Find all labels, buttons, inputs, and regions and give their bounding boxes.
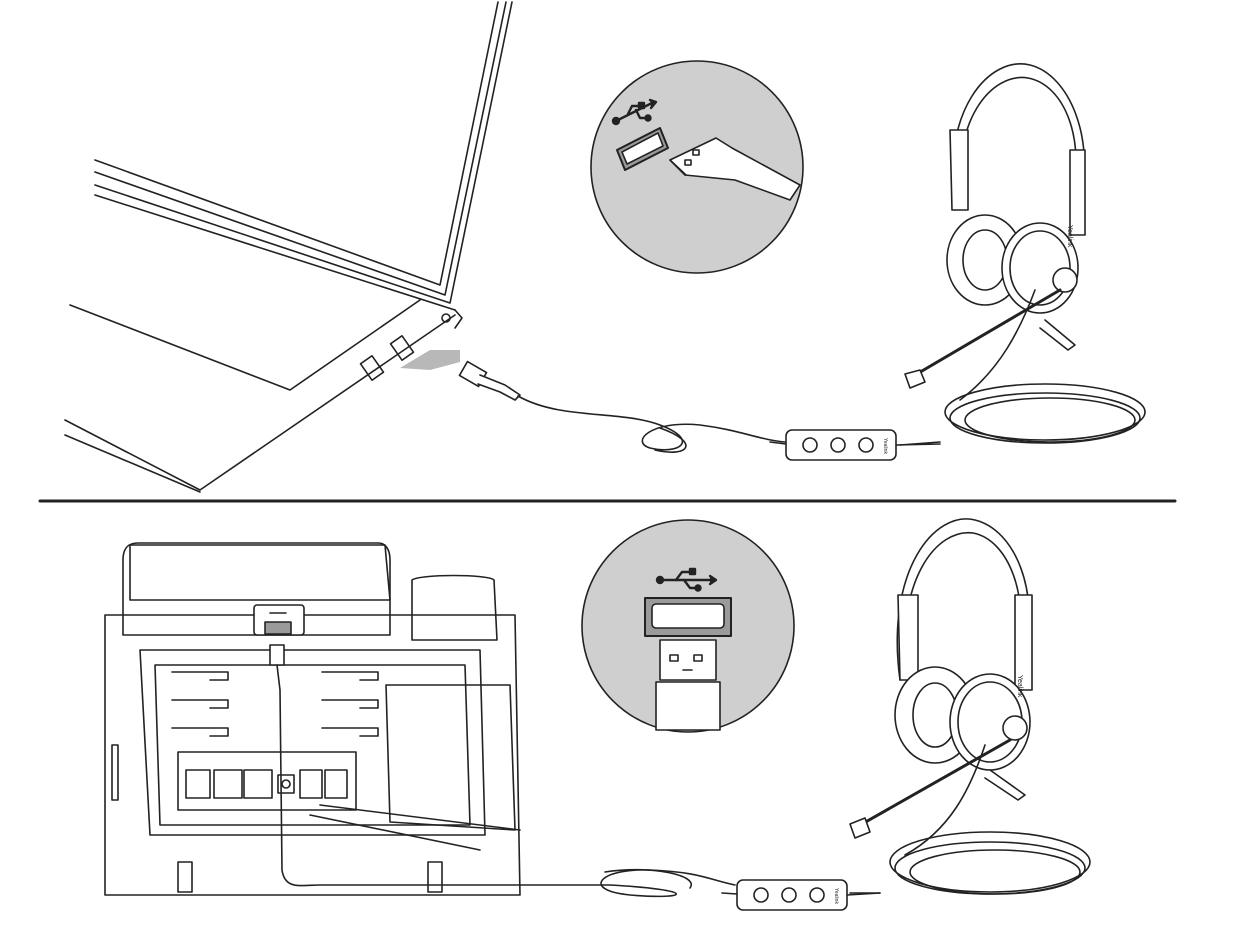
headset-bottom: Yealink (849, 518, 1091, 895)
inline-control-top: Yealink (769, 429, 941, 461)
headset-top: Yealink (899, 63, 1146, 446)
cable-top (517, 395, 786, 451)
usb-magnifier-top (590, 60, 804, 274)
desk-phone-port-2 (213, 769, 243, 799)
laptop-usb-port-2 (389, 334, 415, 362)
cable-bottom (276, 664, 736, 898)
desk-phone-port-4 (299, 769, 323, 799)
laptop-power-jack (441, 313, 451, 323)
desk-phone-port-5 (324, 769, 348, 799)
usb-plug-top (458, 360, 521, 401)
inline-control-bottom: Yealink (721, 879, 881, 911)
call-icon (858, 437, 874, 453)
volume-icon (802, 437, 818, 453)
headset-brand-label: Yealink (1066, 225, 1073, 248)
desk-phone (104, 542, 521, 896)
headset-brand-label: Yealink (1016, 675, 1023, 698)
volume-icon (753, 887, 769, 903)
insert-arrow-icon (400, 350, 460, 370)
mute-icon (830, 437, 846, 453)
usb-magnifier-bottom (581, 519, 795, 733)
inline-control-brand-label: Yealink (833, 888, 839, 904)
usb-icon (655, 567, 718, 592)
laptop (64, 1, 513, 493)
mute-icon (781, 887, 797, 903)
laptop-usb-port-1 (359, 354, 385, 382)
desk-phone-port-1 (185, 769, 211, 799)
inline-control-brand-label: Yealink (882, 438, 888, 454)
desk-phone-dc-jack (277, 774, 295, 794)
usb-icon (611, 98, 658, 126)
desk-phone-port-3 (243, 769, 273, 799)
call-icon (809, 887, 825, 903)
